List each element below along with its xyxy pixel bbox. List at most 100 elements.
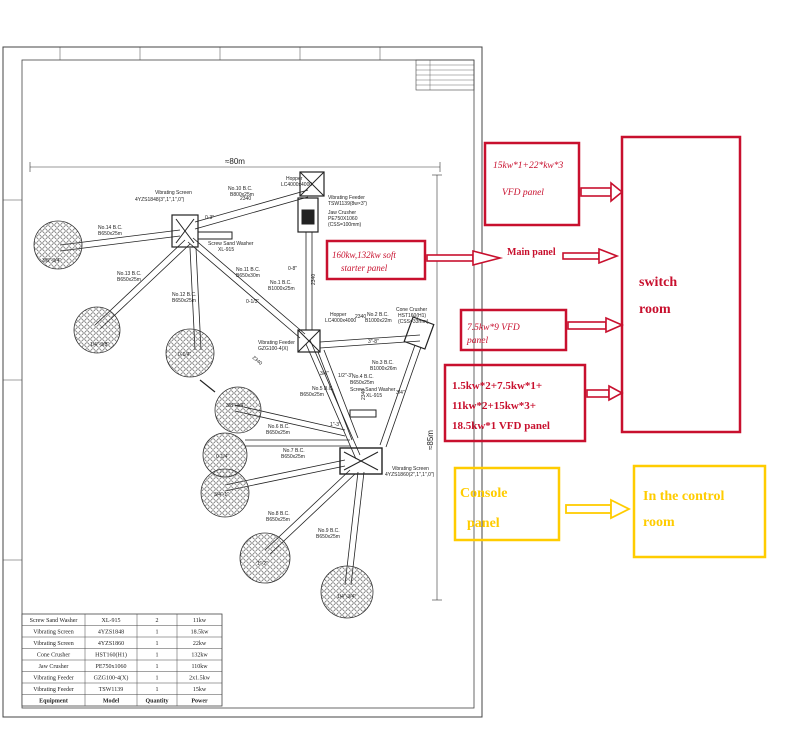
svg-text:No.14 B.C.: No.14 B.C.: [98, 225, 122, 231]
hopper-mid: [297, 329, 321, 353]
svg-text:Hopper: Hopper: [286, 176, 303, 182]
vfd-panel-1: 15kw*1+22*kw*3 VFD panel: [483, 141, 581, 227]
conveyor-b10: [194, 189, 309, 230]
svg-text:(CSS=100mm): (CSS=100mm): [328, 222, 362, 228]
svg-text:No.13 B.C.: No.13 B.C.: [117, 271, 141, 277]
svg-text:No.8 B.C.: No.8 B.C.: [268, 511, 290, 517]
svg-text:B650x25m: B650x25m: [281, 454, 305, 460]
arrow-main: [562, 247, 620, 265]
svg-text:No.3 B.C.: No.3 B.C.: [372, 360, 394, 366]
red-arrows: [426, 181, 624, 402]
svg-text:No.10 B.C.: No.10 B.C.: [228, 186, 252, 192]
stockpile-2: 1/4"-3/8": [73, 306, 121, 354]
svg-text:B650x25m: B650x25m: [117, 277, 141, 283]
table-cell: XL-915: [102, 618, 121, 624]
table-cell: PE750x1060: [95, 664, 126, 670]
table-cell: 1: [156, 653, 159, 659]
svg-text:3/4": 3/4": [320, 371, 329, 377]
svg-text:Screw Sand Washer: Screw Sand Washer: [208, 241, 254, 247]
table-cell: Vibrating Feeder: [33, 687, 73, 693]
svg-text:B800x25m: B800x25m: [230, 192, 254, 198]
svg-text:2340: 2340: [355, 314, 366, 320]
svg-text:2340: 2340: [361, 389, 367, 400]
table-cell: 18.5kw: [191, 630, 210, 636]
soft-line1: 160kw,132kw soft: [332, 250, 396, 260]
soft-starter-panel: 160kw,132kw soft starter panel: [325, 239, 427, 281]
table-cell: 1: [156, 676, 159, 682]
svg-text:No.4 B.C.: No.4 B.C.: [352, 374, 374, 380]
control-room-box: In the control room: [632, 464, 767, 559]
console-panel-box: Console panel: [453, 466, 561, 542]
svg-text:B1000x26m: B1000x26m: [370, 366, 397, 372]
table-cell: 1: [156, 641, 159, 647]
svg-text:1"-2": 1"-2": [257, 561, 268, 567]
table-cell: 1: [156, 664, 159, 670]
stockpiles: 3/8"-3/4" 1/4"-3/8" 0-1/4" 3/8"-3/4" 0-1…: [33, 220, 374, 619]
console-line2: panel: [467, 516, 500, 531]
arrow-vfd2: [567, 316, 624, 334]
soft-line2: starter panel: [341, 263, 388, 273]
table-header: Quantity: [145, 699, 168, 705]
svg-text:2340: 2340: [240, 196, 251, 202]
svg-text:B650x25m: B650x25m: [316, 534, 340, 540]
table-cell: Cone Crusher: [37, 653, 70, 659]
vfd3-line3: 18.5kw*1 VFD panel: [452, 420, 550, 432]
svg-text:4YZS1860(2",1",1",0"): 4YZS1860(2",1",1",0"): [385, 472, 435, 478]
table-cell: 2: [156, 618, 159, 624]
svg-text:No.12 B.C.: No.12 B.C.: [172, 292, 196, 298]
conveyor-mid-screen: [305, 339, 361, 460]
table-cell: Vibrating Screen: [33, 641, 73, 647]
conveyor-b1: [305, 232, 313, 330]
table-cell: 1: [156, 687, 159, 693]
conveyor-b3: [379, 344, 422, 448]
svg-text:0-1/3": 0-1/3": [246, 299, 259, 305]
table-cell: 11kw: [193, 618, 207, 624]
overall-dim-label: ≈80m: [225, 157, 245, 166]
table-header: Model: [103, 699, 120, 705]
table-cell: Vibrating Screen: [33, 630, 73, 636]
svg-text:No.2 B.C.: No.2 B.C.: [367, 312, 389, 318]
overall-dimension: ≈80m: [29, 157, 441, 172]
svg-text:Vibrating Feeder: Vibrating Feeder: [258, 340, 295, 346]
vfd3-line2: 11kw*2+15kw*3+: [452, 400, 536, 412]
svg-text:Vibrating Screen: Vibrating Screen: [155, 190, 192, 196]
svg-text:No.1 B.C.: No.1 B.C.: [270, 280, 292, 286]
table-cell: 4YZS1848: [98, 630, 124, 636]
vfd3-line1: 1.5kw*2+7.5kw*1+: [452, 380, 542, 392]
sheet-inner-border: [21, 59, 475, 709]
table-header: Power: [191, 699, 208, 705]
sheet-frame-ticks: [3, 47, 381, 561]
svg-text:2340: 2340: [311, 274, 317, 285]
svg-text:HST160(H1): HST160(H1): [398, 313, 426, 319]
svg-text:0-3": 0-3": [205, 215, 214, 221]
conveyor-b8: [264, 469, 356, 555]
svg-text:4YZS1848(3",1",1",0"): 4YZS1848(3",1",1",0"): [135, 197, 185, 203]
svg-text:LC4000x4000: LC4000x4000: [325, 318, 356, 324]
svg-text:1/4"-3/4": 1/4"-3/4": [337, 594, 356, 600]
svg-text:Hopper: Hopper: [330, 312, 347, 318]
arrow-soft: [426, 249, 504, 267]
svg-text:Cone Crusher: Cone Crusher: [396, 307, 427, 313]
svg-text:No.11 B.C.: No.11 B.C.: [236, 267, 260, 273]
conveyor-b2: [319, 334, 421, 349]
stockpile-1: 3/8"-3/4": [33, 220, 83, 270]
svg-text:XL-915: XL-915: [218, 247, 234, 253]
svg-text:GZG100-4(X): GZG100-4(X): [258, 346, 289, 352]
svg-text:2340: 2340: [251, 355, 264, 367]
svg-text:Screw Sand Washer: Screw Sand Washer: [350, 387, 396, 393]
vfd-panel-3: 1.5kw*2+7.5kw*1+ 11kw*2+15kw*3+ 18.5kw*1…: [443, 363, 587, 443]
vibrating-screen-bottom: [339, 447, 383, 475]
svg-text:Jaw Crusher: Jaw Crusher: [328, 210, 356, 216]
table-cell: GZG100-4(X): [94, 675, 129, 682]
svg-text:3/4"-1": 3/4"-1": [214, 492, 229, 498]
svg-text:No.7 B.C.: No.7 B.C.: [283, 448, 305, 454]
svg-text:3/8"-3/4": 3/8"-3/4": [226, 403, 245, 409]
svg-text:0-8": 0-8": [288, 266, 297, 272]
svg-text:B650x25m: B650x25m: [172, 298, 196, 304]
vfd1-line1: 15kw*1+22*kw*3: [493, 161, 564, 171]
table-cell: Jaw Crusher: [39, 664, 69, 670]
stockpile-3: 0-1/4": [165, 328, 215, 378]
arrow-vfd1: [580, 181, 624, 203]
stockpile-6: 3/4"-1": [200, 468, 250, 518]
table-cell: 15kw: [193, 687, 207, 693]
